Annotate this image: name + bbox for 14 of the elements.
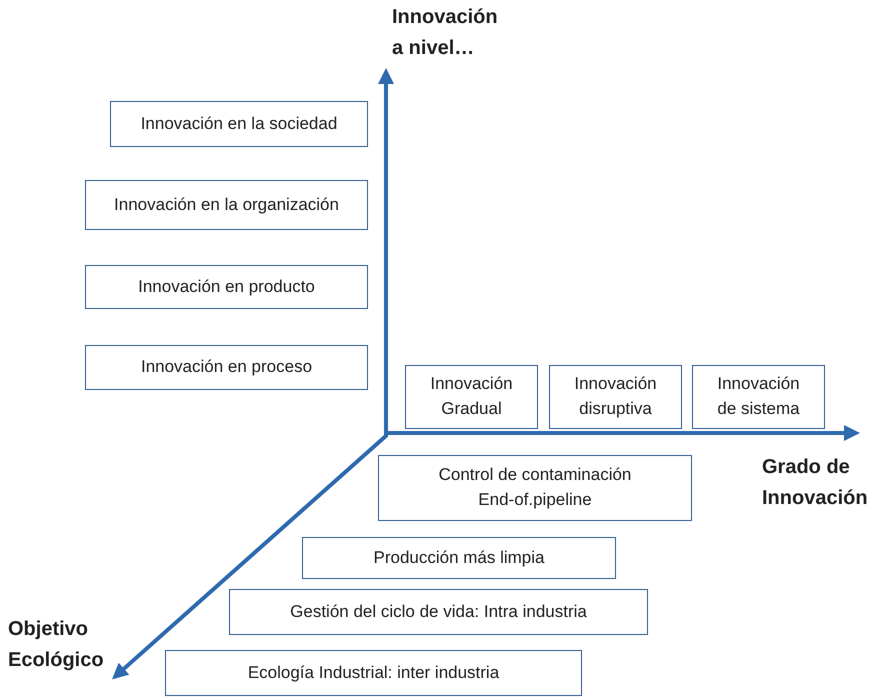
category-box: Producción más limpia xyxy=(302,537,616,579)
category-box: Innovación de sistema xyxy=(692,365,825,429)
category-box: Innovación en producto xyxy=(85,265,368,309)
category-box: Control de contaminación End-of.pipeline xyxy=(378,455,692,521)
category-box: Innovación disruptiva xyxy=(549,365,682,429)
axis-title: Objetivo Ecológico xyxy=(8,617,105,673)
axis-title: Innovación a nivel… xyxy=(392,5,499,61)
category-box: Ecología Industrial: inter industria xyxy=(165,650,582,696)
category-box: Innovación en la organización xyxy=(85,180,368,230)
category-box: Innovación en proceso xyxy=(85,345,368,390)
category-box: Innovación Gradual xyxy=(405,365,538,429)
axis-title: Grado de Innovación xyxy=(762,455,869,511)
category-box: Gestión del ciclo de vida: Intra industria xyxy=(229,589,648,635)
category-box: Innovación en la sociedad xyxy=(110,101,368,147)
